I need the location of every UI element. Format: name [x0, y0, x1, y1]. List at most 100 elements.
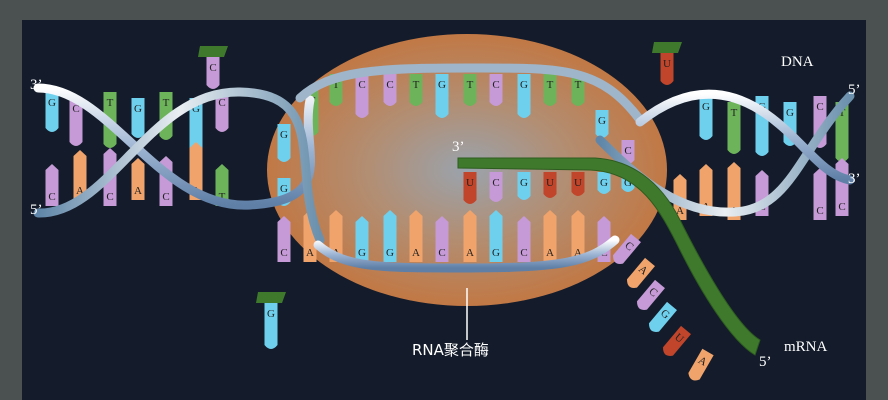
coding-strand-base-letter: T — [413, 79, 420, 91]
mrna-tail-base: G — [649, 301, 677, 332]
right-helix-bottom-base-letter: C — [816, 205, 823, 217]
rna-base: U — [463, 172, 477, 204]
left-helix-top-base-letter: C — [218, 97, 225, 109]
mrna-tail-base: A — [688, 348, 714, 381]
bubble-top-strand — [295, 63, 645, 125]
left-helix-top-base-letter: G — [192, 103, 200, 115]
right-helix-bottom-base: C — [813, 168, 827, 220]
mrna-tail-base: C — [613, 233, 641, 264]
template-strand-base: G — [355, 216, 369, 262]
free-nucleotide-cap — [256, 292, 286, 303]
right-bottom-end-label: 3’ — [848, 171, 861, 187]
free-nucleotide: C — [206, 57, 220, 89]
right-helix-bottom-base-letter: C — [838, 201, 845, 213]
coding-strand-base-letter: G — [520, 79, 528, 91]
left-helix-bottom-base: A — [131, 158, 145, 200]
template-strand-base-letter: A — [306, 247, 314, 259]
right-helix-top-base-letter: T — [731, 107, 738, 119]
left-bottom-end-label: 5’ — [30, 202, 43, 218]
coding-strand-base: G — [435, 74, 449, 118]
left-top-end-label: 3’ — [30, 77, 43, 93]
template-strand-base: C — [277, 216, 291, 262]
left-helix-top-base: C — [69, 98, 83, 146]
right-helix-top-base-letter: C — [816, 101, 823, 113]
coding-strand-base-letter: C — [358, 79, 365, 91]
free-nucleotide: U — [660, 53, 674, 85]
right-helix-strand-b — [635, 89, 855, 185]
coding-strand-base: C — [489, 74, 503, 106]
rna-base-letter: U — [574, 177, 582, 189]
left-helix-bottom-base-letter: C — [48, 191, 55, 203]
template-strand-base-letter: G — [492, 247, 500, 259]
template-strand-base: C — [435, 216, 449, 262]
unpaired-base-letter: G — [280, 129, 288, 141]
left-helix-top-base: G — [131, 98, 145, 138]
right-helix-top-base-letter: T — [839, 107, 846, 119]
free-nucleotide-cap — [198, 46, 228, 57]
left-helix-top-base-letter: T — [107, 97, 114, 109]
bubble-bottom-strand — [313, 235, 620, 273]
template-strand-base: C — [517, 216, 531, 262]
coding-strand-base-letter: C — [386, 79, 393, 91]
rna-base: C — [489, 172, 503, 202]
template-strand-base: A — [543, 210, 557, 262]
rna-base: U — [571, 172, 585, 196]
mrna-label: mRNA — [784, 339, 828, 355]
left-helix-bottom-base-letter: A — [76, 185, 84, 197]
template-strand-base: G — [595, 110, 609, 138]
template-strand-base-letter: A — [466, 247, 474, 259]
coding-strand-base-letter: T — [333, 79, 340, 91]
right-top-end-label: 5’ — [848, 82, 861, 98]
coding-strand-base: T — [409, 74, 423, 106]
rna-base: G — [597, 172, 611, 194]
rna-base-letter: U — [466, 177, 474, 189]
left-helix-bottom-base-letter: C — [106, 191, 113, 203]
template-strand-base-letter: A — [412, 247, 420, 259]
rna-base-letter: G — [520, 177, 528, 189]
rna-base-letter: G — [624, 177, 632, 189]
template-strand-base-letter: A — [546, 247, 554, 259]
coding-strand-base-letter: C — [492, 79, 499, 91]
right-helix-top-base: G — [699, 96, 713, 140]
coding-strand-base: T — [543, 74, 557, 106]
template-strand-base-letter: C — [280, 247, 287, 259]
coding-strand-base: C — [383, 74, 397, 106]
template-strand-base: G — [383, 210, 397, 262]
left-helix-top-base: C — [215, 92, 229, 132]
right-helix-top-base: T — [727, 102, 741, 154]
rna-base-letter: U — [546, 177, 554, 189]
coding-strand-base-letter: G — [438, 79, 446, 91]
left-helix-bottom-base: C — [45, 164, 59, 206]
mrna-tail-base: C — [637, 279, 665, 310]
left-helix-top-base: G — [45, 92, 59, 132]
template-strand-base-letter: G — [598, 115, 606, 127]
coding-strand-base-letter: T — [467, 79, 474, 91]
left-helix-top-base-letter: G — [48, 97, 56, 109]
template-strand-base-letter: G — [386, 247, 394, 259]
free-nucleotide-letter: G — [267, 308, 275, 320]
right-helix-top-base: T — [835, 102, 849, 162]
coding-strand-base: T — [463, 74, 477, 106]
right-helix-top-base-letter: G — [702, 101, 710, 113]
template-strand-base: A — [463, 210, 477, 262]
coding-strand-base-letter: T — [575, 79, 582, 91]
free-nucleotide-letter: U — [663, 58, 671, 70]
rna-base: G — [517, 172, 531, 200]
dna-label: DNA — [781, 54, 814, 70]
coding-strand-base: C — [355, 74, 369, 118]
left-helix-bottom-base-letter: T — [219, 191, 226, 203]
mrna-tail-base: A — [627, 257, 655, 288]
template-strand-base-letter: G — [358, 247, 366, 259]
coding-strand-base: G — [517, 74, 531, 118]
mrna-tail-base: U — [663, 325, 691, 356]
template-strand-base: A — [571, 210, 585, 262]
rna-base-letter: C — [492, 177, 499, 189]
left-helix-bottom-base-letter: A — [134, 185, 142, 197]
template-strand-base-letter: C — [624, 145, 631, 157]
left-helix-bottom-base: A — [73, 150, 87, 200]
rna-5prime-label: 5’ — [759, 354, 772, 370]
mrna-strand — [457, 157, 761, 356]
right-helix-bottom-base-letter: A — [676, 205, 684, 217]
coding-strand-base: T — [571, 74, 585, 106]
left-helix-top-base-letter: G — [134, 103, 142, 115]
